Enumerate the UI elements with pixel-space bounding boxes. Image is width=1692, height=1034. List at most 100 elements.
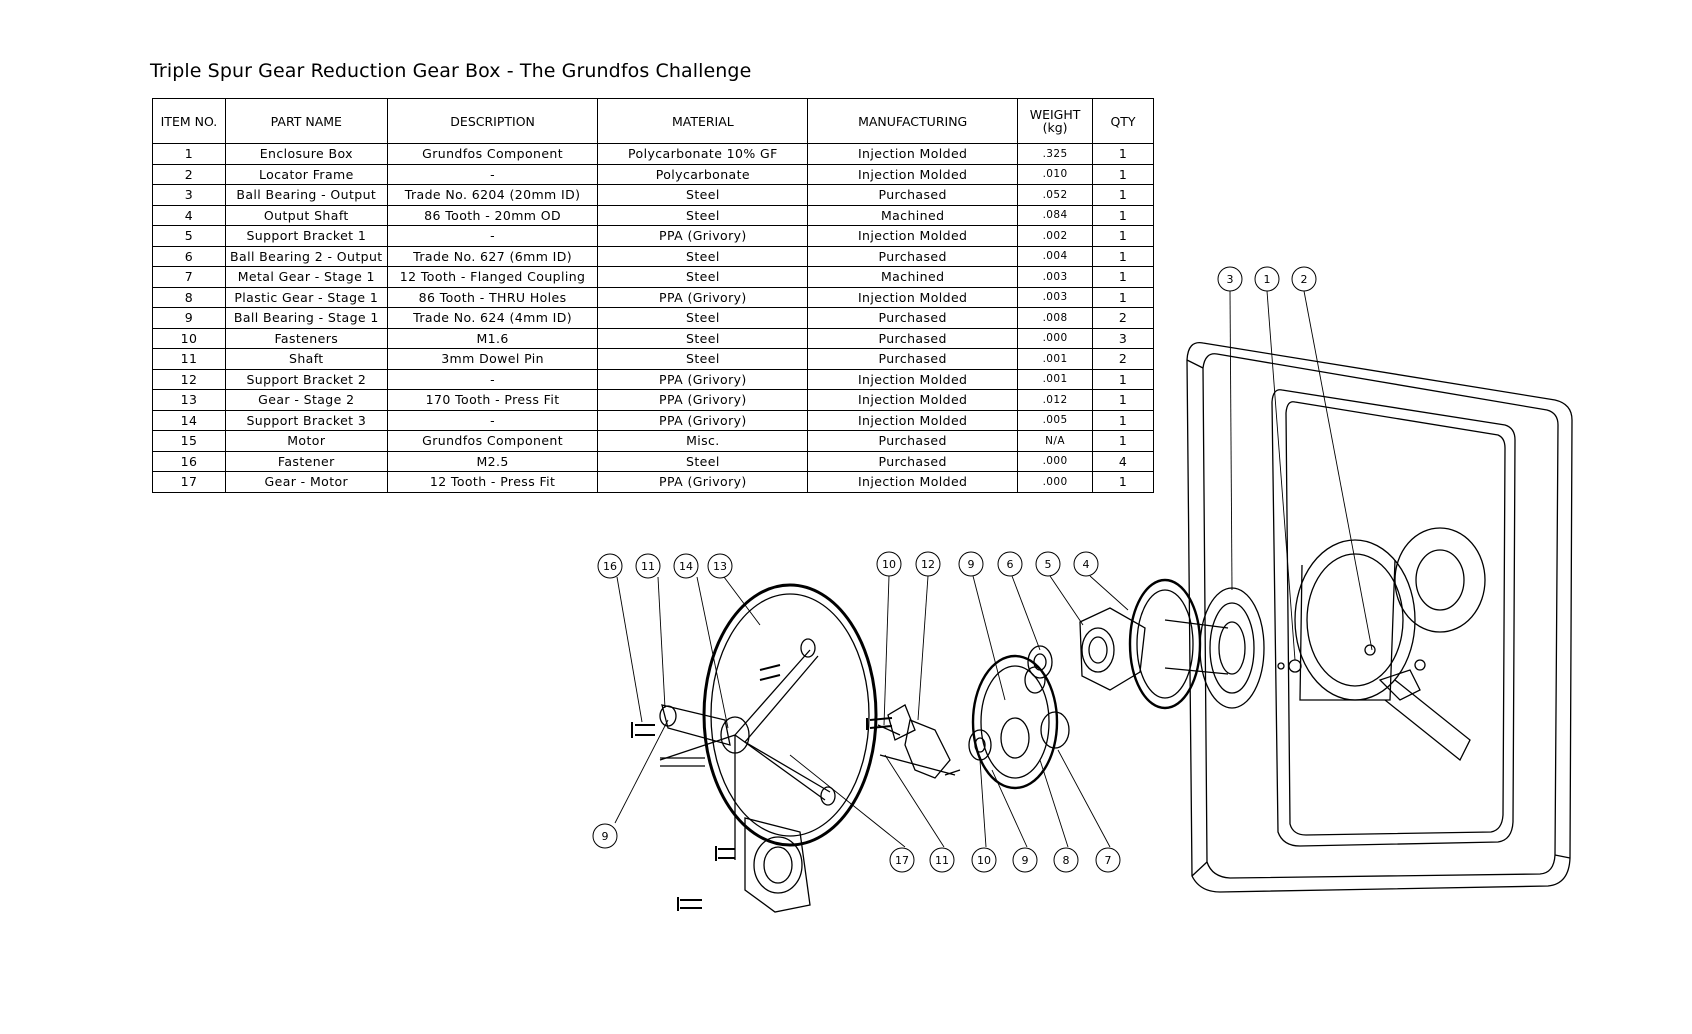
balloon-label: 9 — [968, 558, 975, 571]
balloon-label: 9 — [1022, 854, 1029, 867]
header-part-name: PART NAME — [224, 98, 388, 144]
stage-1-gears-part — [971, 654, 1070, 790]
bill-of-materials-table: ITEM NO. PART NAME DESCRIPTION MATERIAL … — [152, 98, 1154, 493]
cell-description: 12 Tooth - Flanged Coupling — [386, 266, 599, 288]
cell-material: Steel — [597, 327, 809, 349]
cell-description: 86 Tooth - THRU Holes — [386, 286, 599, 308]
cell-manufacturing: Purchased — [807, 184, 1019, 206]
cell-weight: .001 — [1017, 368, 1094, 390]
cell-manufacturing: Purchased — [807, 327, 1019, 349]
cell-manufacturing: Injection Molded — [807, 471, 1019, 493]
balloon-label: 6 — [1007, 558, 1014, 571]
balloon-label: 13 — [713, 560, 727, 573]
cell-material: PPA (Grivory) — [597, 409, 809, 431]
header-qty: QTY — [1092, 98, 1154, 144]
cell-item-no: 17 — [152, 471, 226, 493]
cell-part-name: Shaft — [224, 348, 388, 370]
balloon: 14 — [673, 553, 699, 579]
balloon: 6 — [997, 551, 1023, 577]
fasteners-part — [631, 664, 893, 911]
locator-frame-part — [1294, 527, 1486, 762]
cell-manufacturing: Purchased — [807, 307, 1019, 329]
balloon-label: 9 — [602, 830, 609, 843]
balloon-label: 11 — [935, 854, 949, 867]
balloon: 17 — [889, 847, 915, 873]
header-description: DESCRIPTION — [386, 98, 599, 144]
balloon: 5 — [1035, 551, 1061, 577]
cell-part-name: Metal Gear - Stage 1 — [224, 266, 388, 288]
cell-part-name: Locator Frame — [224, 163, 388, 185]
cell-material: PPA (Grivory) — [597, 286, 809, 308]
table-header-row: ITEM NO. PART NAME DESCRIPTION MATERIAL … — [152, 98, 1154, 144]
balloon-label: 4 — [1083, 558, 1090, 571]
header-weight-label: WEIGHT — [1029, 107, 1081, 122]
cell-manufacturing: Purchased — [807, 430, 1019, 452]
balloon-label: 17 — [895, 854, 909, 867]
balloon-label: 7 — [1105, 854, 1112, 867]
balloon: 4 — [1073, 551, 1099, 577]
balloon-label: 10 — [882, 558, 896, 571]
cell-qty: 1 — [1092, 430, 1154, 452]
output-bearing-part — [1199, 587, 1302, 709]
balloon-label: 1 — [1264, 273, 1271, 286]
drawing-title: Triple Spur Gear Reduction Gear Box - Th… — [150, 60, 752, 82]
cell-weight: .012 — [1017, 389, 1094, 411]
header-material: MATERIAL — [597, 98, 809, 144]
cell-qty: 2 — [1092, 307, 1154, 329]
cell-weight: .005 — [1017, 409, 1094, 431]
cell-manufacturing: Injection Molded — [807, 225, 1019, 247]
balloon-label: 5 — [1045, 558, 1052, 571]
cell-weight: .010 — [1017, 163, 1094, 185]
cell-description: 86 Tooth - 20mm OD — [386, 204, 599, 226]
balloon: 9 — [592, 823, 618, 849]
balloon: 13 — [707, 553, 733, 579]
cell-part-name: Gear - Stage 2 — [224, 389, 388, 411]
balloon-label: 10 — [977, 854, 991, 867]
cell-material: PPA (Grivory) — [597, 471, 809, 493]
balloon: 10 — [876, 551, 902, 577]
header-item-no: ITEM NO. — [152, 98, 226, 144]
balloon-label: 12 — [921, 558, 935, 571]
balloon: 3 — [1217, 266, 1243, 292]
cell-manufacturing: Purchased — [807, 245, 1019, 267]
stage-2-gear-part — [659, 583, 878, 860]
balloon-label: 3 — [1227, 273, 1234, 286]
balloon: 10 — [971, 847, 997, 873]
cell-qty: 1 — [1092, 471, 1154, 493]
balloon: 11 — [929, 847, 955, 873]
cell-weight: .084 — [1017, 204, 1094, 226]
enclosure-box-part — [1186, 341, 1573, 893]
cell-manufacturing: Injection Molded — [807, 389, 1019, 411]
cell-part-name: Plastic Gear - Stage 1 — [224, 286, 388, 308]
balloon-label: 16 — [603, 560, 617, 573]
output-shaft-gear-part — [1128, 578, 1229, 710]
header-weight: WEIGHT(kg) — [1017, 98, 1094, 144]
cell-weight: .003 — [1017, 266, 1094, 288]
balloon: 9 — [958, 551, 984, 577]
cell-part-name: Ball Bearing - Stage 1 — [224, 307, 388, 329]
balloon-label: 14 — [679, 560, 693, 573]
header-weight-unit: (kg) — [1042, 120, 1068, 135]
balloon: 9 — [1012, 847, 1038, 873]
balloon: 12 — [915, 551, 941, 577]
cell-material: Misc. — [597, 430, 809, 452]
cell-description: Trade No. 627 (6mm ID) — [386, 245, 599, 267]
leader-lines — [614, 290, 1373, 848]
support-bracket-3-part — [659, 704, 811, 913]
header-manufacturing: MANUFACTURING — [807, 98, 1019, 144]
